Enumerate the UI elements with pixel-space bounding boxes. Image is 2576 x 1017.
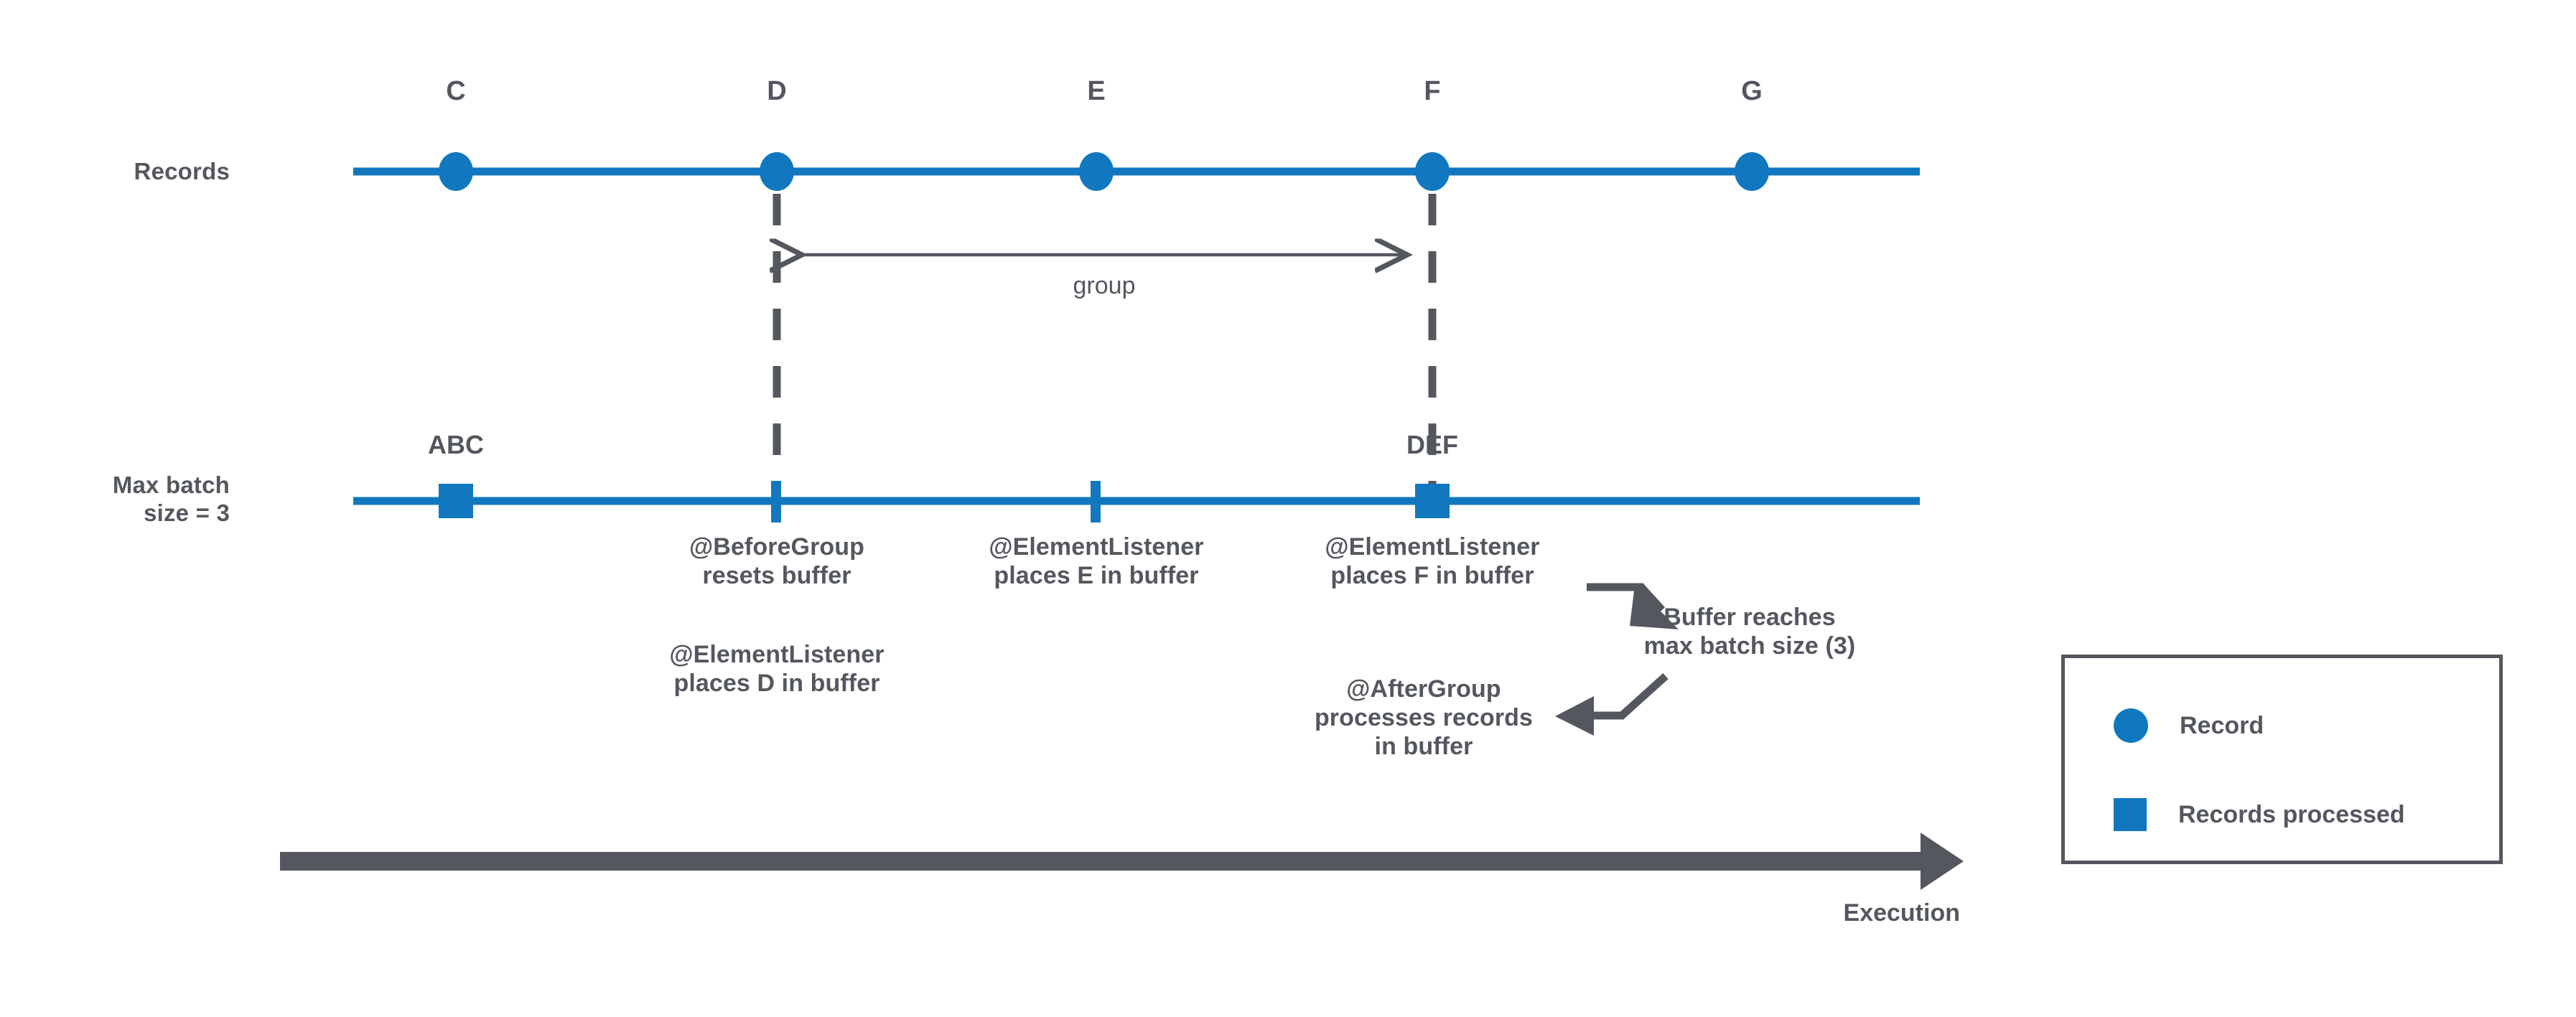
legend-item-records-processed: Records processed [2114, 798, 2405, 831]
annotation-element-listener-e-line2: places E in buffer [994, 562, 1199, 590]
record-dot-d [760, 152, 794, 191]
legend-label-record: Record [2180, 711, 2264, 739]
record-letter-g: G [1741, 76, 1763, 106]
annotation-after-group-line3: in buffer [1374, 733, 1473, 761]
execution-arrow [280, 833, 1964, 890]
legend-box: Record Records processed [2061, 655, 2503, 864]
batch-label-abc: ABC [428, 430, 484, 459]
record-letter-c: C [446, 76, 466, 106]
legend-item-record: Record [2114, 708, 2264, 743]
annotation-element-listener-d-line1: @ElementListener [669, 641, 885, 668]
annotation-element-listener-d-line2: places D in buffer [673, 670, 880, 698]
annotation-before-group: @BeforeGroup resets buffer [561, 533, 992, 590]
annotation-before-group-line2: resets buffer [702, 562, 851, 590]
records-processed-square-icon [2114, 798, 2147, 831]
legend-label-records-processed: Records processed [2178, 800, 2405, 828]
annotation-element-listener-d: @ElementListener places D in buffer [561, 640, 992, 698]
batch-label-def: DEF [1406, 430, 1458, 459]
record-dot-g [1735, 152, 1769, 191]
record-letter-e: E [1087, 76, 1106, 106]
batch-square-def [1415, 484, 1450, 518]
elbow-arrow-to-after-group [1555, 672, 1669, 736]
row-label-max-batch-line2: size = 3 [144, 499, 230, 526]
annotation-element-listener-f-line2: places F in buffer [1330, 562, 1534, 590]
annotation-before-group-line1: @BeforeGroup [689, 533, 865, 561]
execution-axis-label: Execution [1843, 899, 1960, 927]
group-span-label: group [1073, 272, 1136, 299]
record-dot-e [1079, 152, 1114, 191]
annotation-after-group-line1: @AfterGroup [1346, 675, 1501, 703]
record-dot-c [439, 152, 473, 191]
annotation-buffer-reaches-max: Buffer reaches max batch size (3) [1534, 603, 1965, 660]
record-letter-d: D [767, 76, 787, 106]
annotation-after-group-line2: processes records [1314, 704, 1534, 732]
row-label-records: Records [134, 158, 230, 184]
row-label-max-batch: Max batch size = 3 [14, 472, 230, 528]
batch-tick-e [1091, 481, 1101, 522]
annotation-element-listener-f-line1: @ElementListener [1325, 533, 1540, 561]
record-dot-f [1415, 152, 1450, 191]
record-letter-f: F [1424, 76, 1441, 106]
annotation-element-listener-f: @ElementListener places F in buffer [1217, 533, 1648, 590]
annotation-element-listener-e: @ElementListener places E in buffer [881, 533, 1312, 590]
elbow-arrow-to-buffer-note [1587, 583, 1679, 629]
annotation-after-group: @AfterGroup processes records in buffer [1208, 675, 1639, 761]
row-label-max-batch-line1: Max batch [112, 472, 230, 498]
annotation-buffer-reaches-max-line1: Buffer reaches [1663, 604, 1836, 631]
batch-square-abc [439, 484, 473, 518]
batch-tick-d [771, 481, 781, 522]
annotation-buffer-reaches-max-line2: max batch size (3) [1643, 632, 1856, 660]
annotation-element-listener-e-line1: @ElementListener [989, 533, 1204, 561]
record-circle-icon [2114, 708, 2148, 743]
